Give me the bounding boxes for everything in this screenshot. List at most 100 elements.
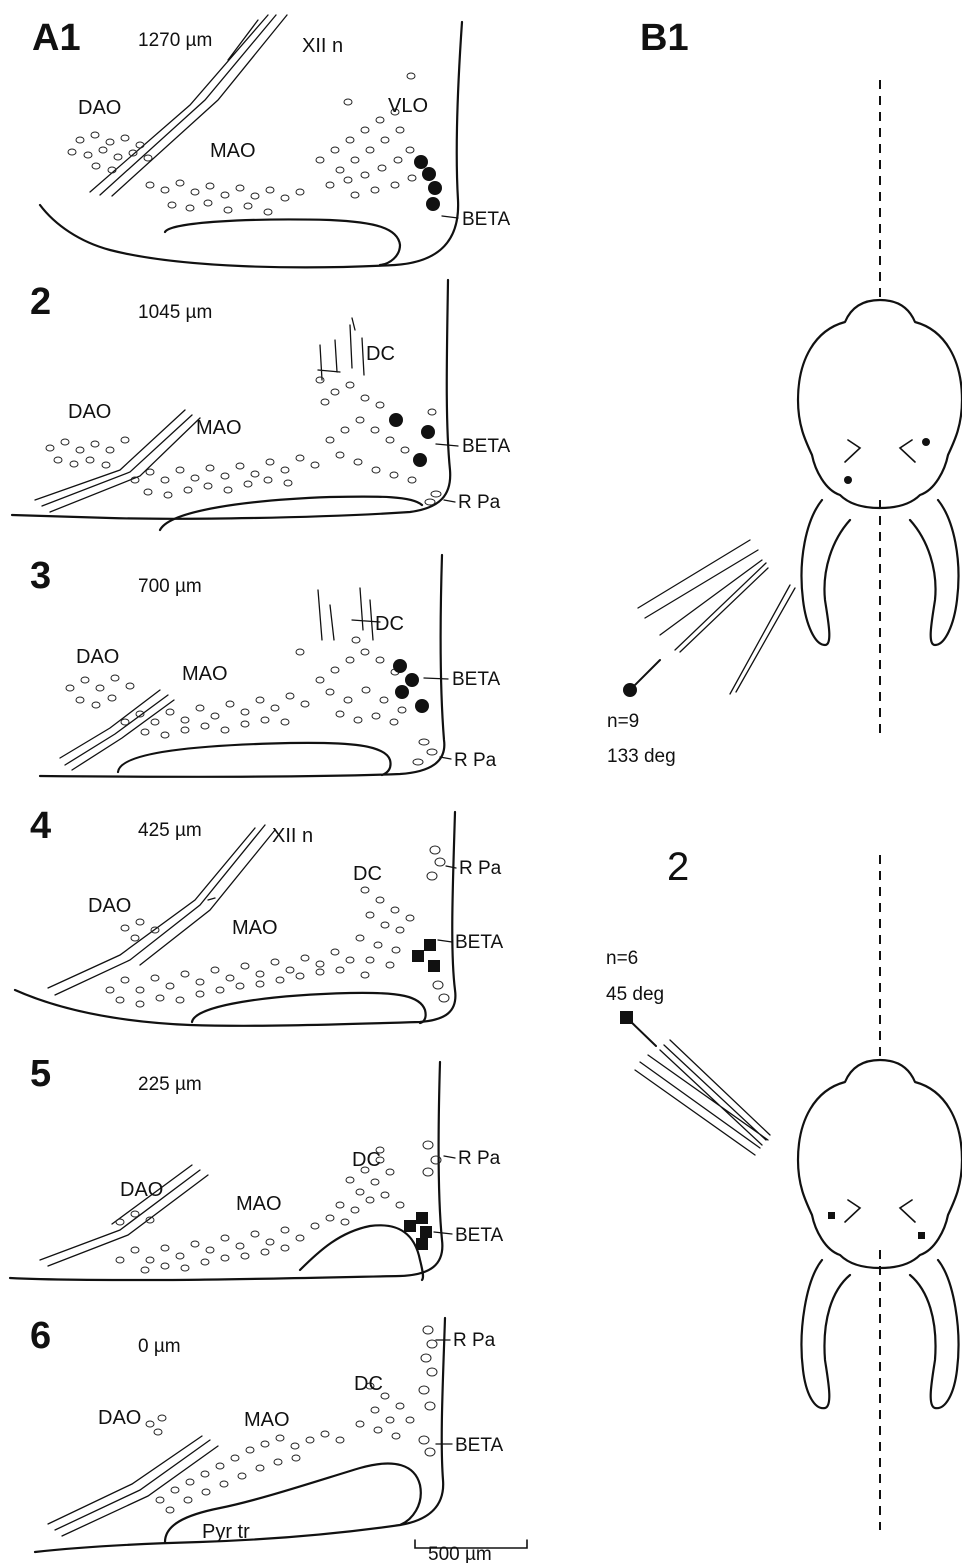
- recording-site-circle: [415, 699, 429, 713]
- olivary-cell: [372, 713, 380, 719]
- olivary-cell: [398, 707, 406, 713]
- olivary-cell: [46, 445, 54, 451]
- region-label: DC: [353, 863, 382, 885]
- olivary-cell: [346, 957, 354, 963]
- olivary-cell: [261, 717, 269, 723]
- olivary-cell: [396, 927, 404, 933]
- olivary-cell: [84, 152, 92, 158]
- section-2: 2 1045 µm DAO MAO DC BETA R Pa: [12, 280, 511, 530]
- olivary-cell: [274, 1459, 282, 1465]
- head-figure-top: [798, 80, 962, 735]
- olivary-cell: [161, 187, 169, 193]
- olivary-cell: [131, 1211, 139, 1217]
- olivary-cell: [96, 685, 104, 691]
- olivary-cell: [224, 207, 232, 213]
- recording-site-circle: [413, 453, 427, 467]
- olivary-cell: [261, 1249, 269, 1255]
- beta-label: BETA: [455, 932, 504, 953]
- olivary-cell: [376, 402, 384, 408]
- recording-site-square: [416, 1238, 428, 1250]
- recording-site-circle: [395, 685, 409, 699]
- olivary-cell: [156, 1497, 164, 1503]
- olivary-cell: [141, 729, 149, 735]
- olivary-cell: [311, 1223, 319, 1229]
- section-6-nerve: [48, 1436, 218, 1536]
- left-antenna: [802, 1260, 850, 1408]
- olivary-cell: [221, 1235, 229, 1241]
- olivary-cell: [372, 467, 380, 473]
- olivary-cell: [433, 981, 443, 989]
- olivary-cell: [181, 717, 189, 723]
- olivary-cell: [371, 1407, 379, 1413]
- recording-site-square: [416, 1212, 428, 1224]
- olivary-cell: [216, 987, 224, 993]
- olivary-cell: [131, 1247, 139, 1253]
- olivary-cell: [281, 719, 289, 725]
- olivary-cell: [221, 727, 229, 733]
- olivary-cell: [286, 967, 294, 973]
- section-1: 1270 µm DAO MAO VLO XII n BETA: [40, 15, 511, 267]
- olivary-cell: [92, 702, 100, 708]
- region-label: DC: [366, 343, 395, 365]
- olivary-cell: [91, 132, 99, 138]
- olivary-cell: [184, 487, 192, 493]
- olivary-cell: [352, 637, 360, 643]
- beta-label: BETA: [455, 1225, 504, 1246]
- olivary-cell: [146, 469, 154, 475]
- direction-marker-circle: [623, 683, 637, 697]
- section-3-number: 3: [30, 555, 51, 597]
- olivary-cell: [256, 981, 264, 987]
- olivary-cell: [121, 719, 129, 725]
- olivary-cell: [68, 149, 76, 155]
- olivary-cell: [336, 167, 344, 173]
- section-2-nerve: [35, 410, 200, 512]
- section-6-outline: [35, 1318, 445, 1552]
- left-antenna: [802, 500, 850, 645]
- olivary-cell: [374, 942, 382, 948]
- olivary-cell: [166, 983, 174, 989]
- rpa-label: R Pa: [454, 750, 497, 771]
- olivary-cell: [371, 187, 379, 193]
- olivary-cell: [76, 697, 84, 703]
- olivary-cell: [386, 1169, 394, 1175]
- n-label: n=9: [607, 711, 639, 732]
- olivary-cell: [351, 157, 359, 163]
- olivary-cell: [428, 409, 436, 415]
- olivary-cell: [244, 203, 252, 209]
- olivary-cell: [144, 489, 152, 495]
- olivary-cell: [392, 1433, 400, 1439]
- section-1-depth: 1270 µm: [138, 30, 212, 51]
- olivary-cell: [121, 977, 129, 983]
- recording-site-circle: [422, 167, 436, 181]
- olivary-cell: [271, 705, 279, 711]
- olivary-cell: [186, 205, 194, 211]
- section-6-cells: [146, 1326, 437, 1513]
- section-2-dc-fibers: [318, 318, 364, 380]
- olivary-cell: [356, 1189, 364, 1195]
- olivary-cell: [427, 749, 437, 755]
- olivary-cell: [206, 465, 214, 471]
- olivary-cell: [164, 492, 172, 498]
- olivary-cell: [108, 695, 116, 701]
- olivary-cell: [366, 957, 374, 963]
- olivary-cell: [166, 1507, 174, 1513]
- olivary-cell: [236, 185, 244, 191]
- olivary-cell: [354, 717, 362, 723]
- olivary-cell: [281, 1227, 289, 1233]
- electrode-site-circle: [844, 476, 852, 484]
- olivary-cell: [221, 473, 229, 479]
- olivary-cell: [256, 697, 264, 703]
- n-label: n=6: [606, 948, 638, 969]
- olivary-cell: [181, 971, 189, 977]
- olivary-cell: [286, 693, 294, 699]
- olivary-cell: [351, 1207, 359, 1213]
- section-5: 5 225 µm DAO MAO DC BETA R Pa: [10, 1053, 504, 1280]
- olivary-cell: [316, 677, 324, 683]
- olivary-cell: [238, 1473, 246, 1479]
- section-1-markers: [414, 155, 442, 211]
- olivary-cell: [256, 971, 264, 977]
- olivary-cell: [406, 1417, 414, 1423]
- olivary-cell: [346, 1177, 354, 1183]
- olivary-cell: [220, 1481, 228, 1487]
- electrode-site-square: [828, 1212, 835, 1219]
